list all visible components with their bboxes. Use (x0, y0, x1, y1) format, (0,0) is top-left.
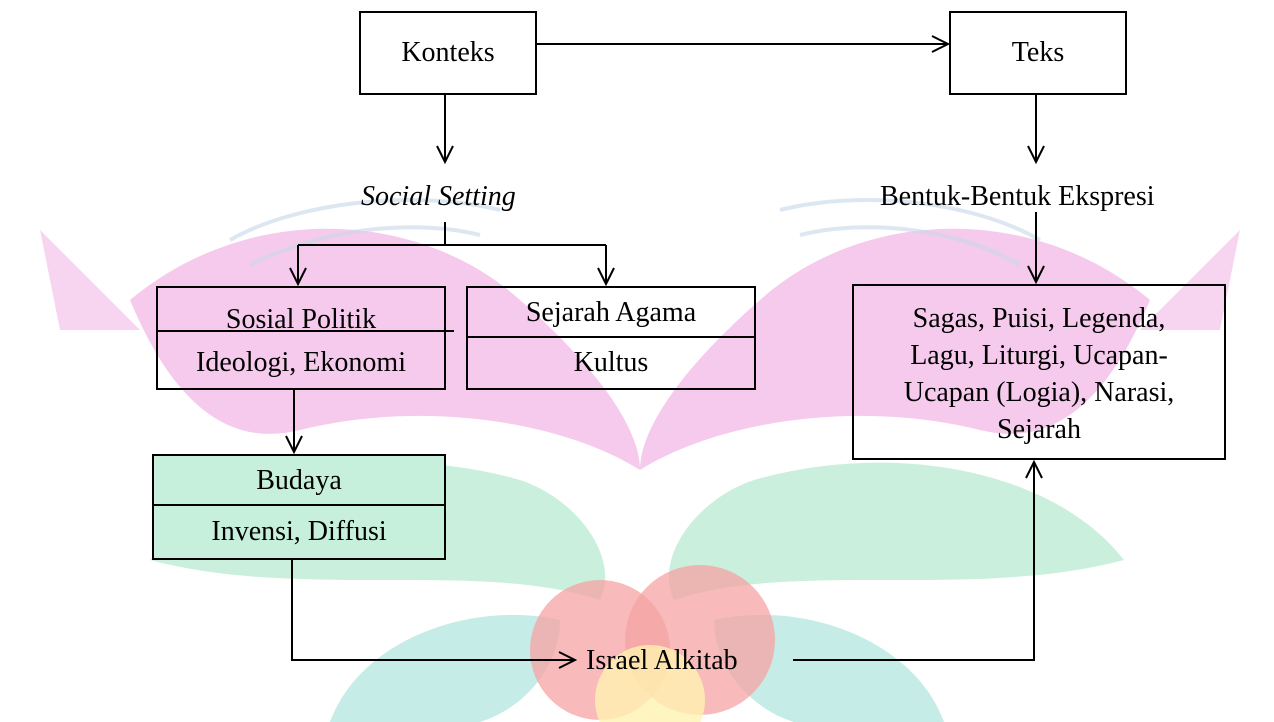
watermark-swoosh-left-2 (249, 225, 481, 267)
arrow-budaya-israel (291, 560, 575, 660)
sejarah-agama-title: Sejarah Agama (525, 297, 697, 328)
social-setting-label: Social Setting (361, 181, 516, 212)
watermark-bottom-left-leaf (330, 614, 560, 722)
sagas-box: Sagas, Puisi, Legenda, Lagu, Liturgi, Uc… (852, 284, 1226, 460)
sagas-line-2: Lagu, Liturgi, Ucapan- (910, 340, 1168, 371)
israel-alkitab-label: Israel Alkitab (586, 645, 738, 676)
budaya-box: Budaya Invensi, Diffusi (152, 454, 446, 560)
budaya-title: Budaya (256, 465, 342, 496)
watermark-right-leaf (668, 462, 1124, 600)
bentuk-ekspresi-label: Bentuk-Bentuk Ekspresi (880, 181, 1155, 212)
sosial-politik-title: Sosial Politik (225, 304, 377, 335)
sagas-line-3: Ucapan (Logia), Narasi, (903, 377, 1175, 408)
watermark-pink-right-tip (1140, 230, 1240, 330)
sagas-line-1: Sagas, Puisi, Legenda, (912, 303, 1166, 334)
sejarah-agama-box: Sejarah Agama Kultus (466, 286, 756, 390)
watermark-swoosh-left (229, 198, 501, 242)
sejarah-agama-divider (468, 336, 754, 338)
konteks-label: Konteks (401, 37, 495, 68)
arrow-israel-sagas (793, 462, 1034, 661)
sejarah-agama-subtitle: Kultus (573, 347, 649, 378)
watermark-right-wing (640, 228, 1150, 470)
teks-label: Teks (1011, 37, 1065, 68)
sosial-politik-subtitle: Ideologi, Ekonomi (196, 347, 406, 378)
watermark-pink-left-tip (40, 230, 140, 330)
budaya-subtitle: Invensi, Diffusi (211, 516, 387, 547)
watermark-left-wing (130, 228, 640, 470)
watermark-flower-center (595, 645, 705, 722)
watermark-swoosh-right (779, 198, 1041, 242)
konteks-box: Konteks (359, 11, 537, 95)
sosial-politik-box: Sosial Politik Ideologi, Ekonomi (156, 286, 446, 390)
budaya-divider (154, 504, 444, 506)
watermark-swoosh-right-2 (799, 225, 1021, 267)
sagas-line-4: Sejarah (997, 414, 1081, 445)
sosial-politik-divider (156, 330, 454, 332)
teks-box: Teks (949, 11, 1127, 95)
